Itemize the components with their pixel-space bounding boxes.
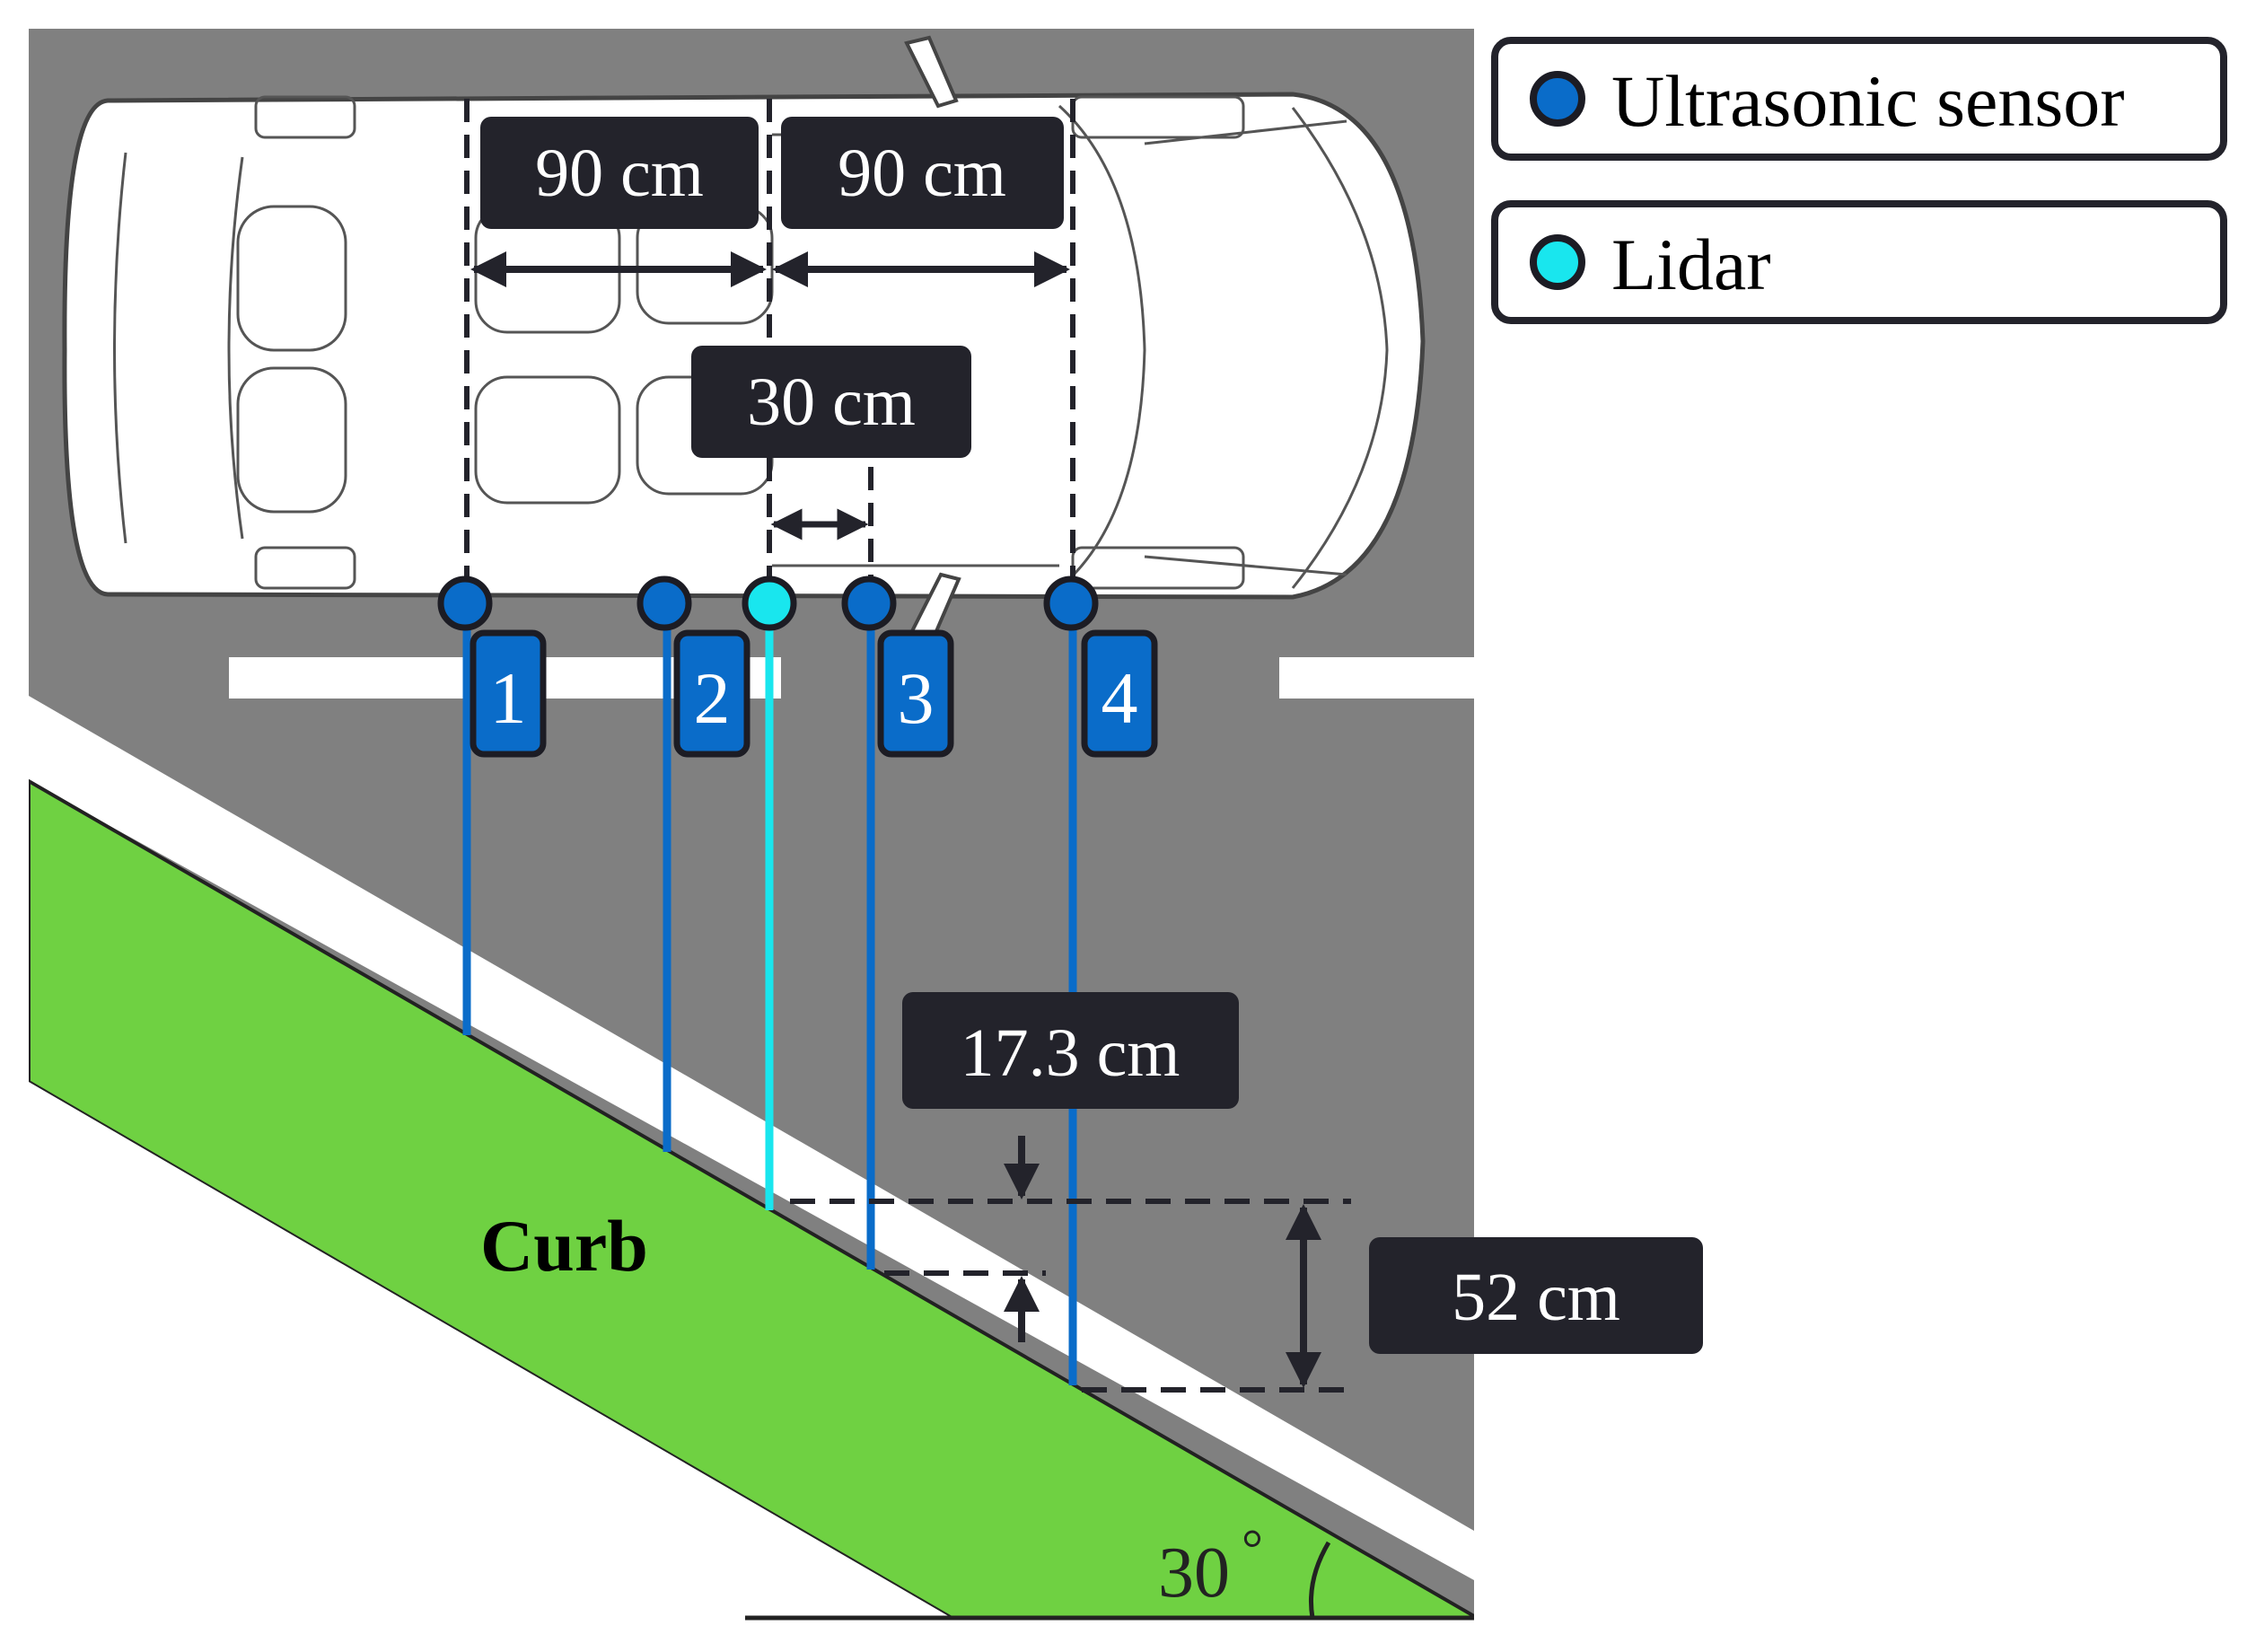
sensor-tags: 1 2 3 4 bbox=[470, 629, 1158, 758]
curb-gap-text: 17.3 cm bbox=[961, 1015, 1181, 1091]
angle-arc bbox=[1308, 1541, 1331, 1619]
rear-spacing-text: 90 cm bbox=[838, 136, 1006, 211]
lidar-sensor bbox=[742, 576, 797, 631]
lidar-legend-icon bbox=[1530, 234, 1585, 290]
curb-lower-area bbox=[29, 1082, 952, 1618]
dim-label-total-rise: 52 cm bbox=[1369, 1237, 1703, 1354]
sensor-tag-4: 4 bbox=[1102, 657, 1138, 739]
sensor-tag-3: 3 bbox=[898, 657, 935, 739]
sensors bbox=[437, 576, 1099, 631]
ultrasonic-legend-label: Ultrasonic sensor bbox=[1611, 60, 2125, 142]
ultrasonic-sensor-1 bbox=[437, 576, 493, 631]
angle-label: 30 bbox=[1158, 1533, 1230, 1612]
total-rise-text: 52 cm bbox=[1452, 1260, 1620, 1335]
angle-degree-symbol: ° bbox=[1242, 1519, 1263, 1578]
dim-label-lidar-offset: 30 cm bbox=[691, 346, 971, 458]
ultrasonic-legend-icon bbox=[1530, 71, 1585, 127]
front-spacing-text: 90 cm bbox=[535, 136, 704, 211]
legend-item-ultrasonic: Ultrasonic sensor bbox=[1491, 37, 2227, 161]
dim-label-rear: 90 cm bbox=[781, 117, 1064, 229]
legend-item-lidar: Lidar bbox=[1491, 200, 2227, 324]
reference-dashed-lines bbox=[464, 99, 1075, 593]
curb-edge-marking bbox=[29, 696, 1474, 1580]
sensor-tag-1: 1 bbox=[490, 657, 527, 739]
curb bbox=[29, 778, 1474, 1618]
dim-label-front: 90 cm bbox=[480, 117, 759, 229]
sensor-tag-2: 2 bbox=[694, 657, 731, 739]
curb-offset-dashed bbox=[790, 1199, 1351, 1393]
ultrasonic-sensor-3 bbox=[841, 576, 897, 631]
lidar-offset-text: 30 cm bbox=[747, 365, 916, 440]
lane-marking-right bbox=[1279, 657, 1474, 699]
ultrasonic-sensor-2 bbox=[636, 576, 692, 631]
dim-label-curb-gap: 17.3 cm bbox=[902, 992, 1239, 1109]
ultrasonic-sensor-4 bbox=[1043, 576, 1099, 631]
legend: Ultrasonic sensor Lidar bbox=[1491, 37, 2227, 324]
lidar-legend-label: Lidar bbox=[1611, 224, 1771, 305]
curb-label: Curb bbox=[480, 1205, 648, 1287]
